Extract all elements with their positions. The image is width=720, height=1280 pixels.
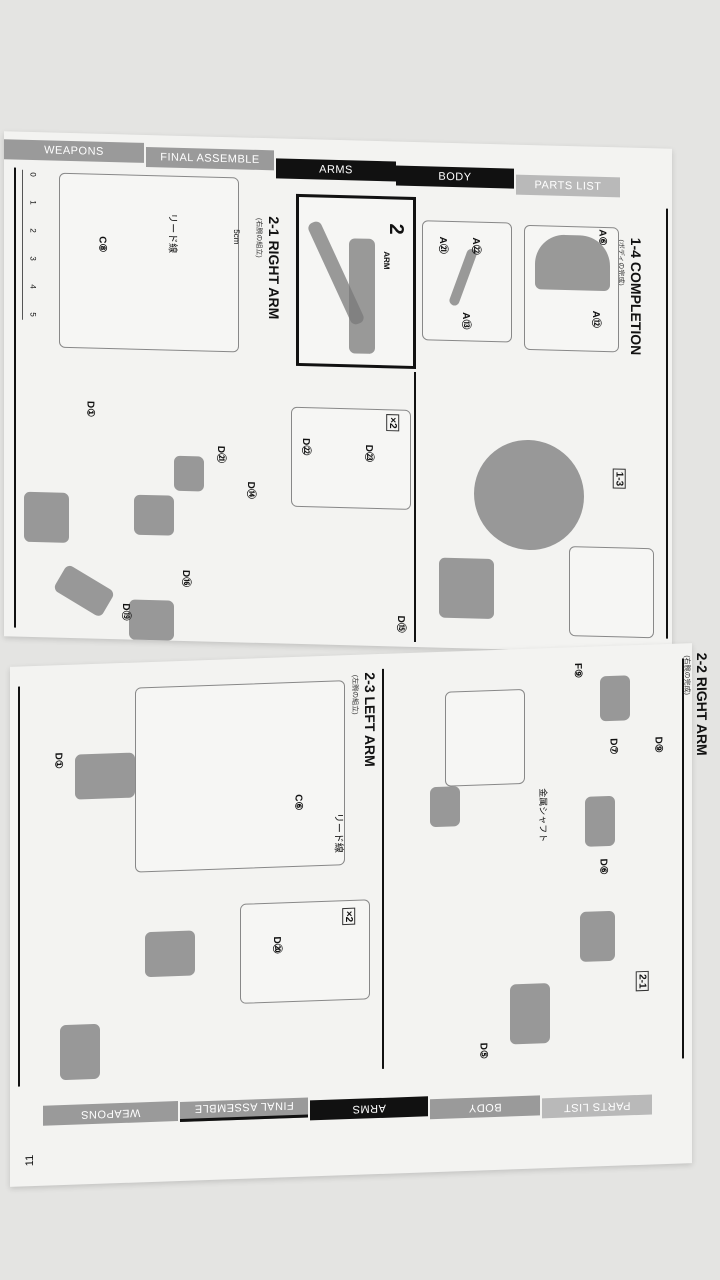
divider bbox=[382, 668, 384, 1069]
part-label: D⑯ bbox=[180, 569, 192, 588]
step-reference: 1-3 bbox=[612, 468, 626, 490]
part-label: A⑥ bbox=[596, 229, 608, 246]
part-label: D⑥ bbox=[597, 858, 609, 875]
part-illustration bbox=[134, 494, 174, 536]
divider bbox=[14, 167, 16, 628]
tab-final-assemble: FINAL ASSEMBLE bbox=[180, 1097, 308, 1122]
part-label: A㉑ bbox=[437, 236, 449, 255]
ruler-tick: 5 bbox=[28, 312, 38, 317]
tab-arms: ARMS bbox=[276, 158, 396, 182]
panel-lead-wire bbox=[59, 172, 239, 353]
section-title-right-arm: 2-1 RIGHT ARM bbox=[266, 216, 282, 320]
part-label: D⑳ bbox=[271, 936, 283, 954]
panel-completion-c bbox=[569, 546, 654, 639]
section-subtitle: (右腕の完成) bbox=[683, 655, 690, 696]
tab-final-assemble: FINAL ASSEMBLE bbox=[146, 146, 274, 171]
part-illustration bbox=[24, 491, 69, 543]
ruler: 0 1 2 3 4 5 bbox=[22, 169, 38, 321]
part-label: D⑭ bbox=[245, 481, 257, 499]
body-sphere bbox=[474, 438, 584, 552]
divider bbox=[682, 658, 684, 1059]
part-illustration bbox=[580, 910, 615, 963]
section-title-right-arm-2: 2-2 RIGHT ARM bbox=[694, 652, 710, 756]
part-illustration bbox=[52, 563, 116, 619]
arm-illustration bbox=[349, 238, 375, 354]
ruler-tick: 1 bbox=[28, 200, 38, 205]
part-illustration bbox=[129, 599, 174, 641]
part-label: A⑬ bbox=[460, 312, 472, 330]
part-label: A㉒ bbox=[470, 237, 482, 255]
part-label: D⑮ bbox=[395, 615, 407, 633]
section-subtitle: (左腕の組立) bbox=[351, 674, 358, 715]
part-illustration bbox=[145, 930, 195, 978]
tab-parts-list: PARTS LIST bbox=[516, 174, 620, 198]
part-illustration bbox=[60, 1023, 100, 1081]
step-number: 2 bbox=[385, 223, 407, 235]
step-label: ARM bbox=[382, 251, 391, 270]
tab-weapons: WEAPONS bbox=[43, 1101, 178, 1126]
panel-lead-wire-left bbox=[135, 680, 345, 873]
bottom-tab-bar: PARTS LIST BODY ARMS FINAL ASSEMBLE WEAP… bbox=[10, 1083, 692, 1137]
section-title-left-arm: 2-3 LEFT ARM bbox=[362, 672, 378, 767]
section-subtitle: (右腕の組立) bbox=[255, 217, 262, 258]
part-illustration bbox=[174, 455, 204, 492]
part-illustration bbox=[585, 795, 615, 847]
part-label: D⑨ bbox=[652, 736, 664, 754]
divider bbox=[414, 371, 416, 643]
tab-parts-list: PARTS LIST bbox=[542, 1094, 652, 1119]
part-illustration bbox=[600, 675, 630, 722]
part-label: D① bbox=[52, 752, 64, 770]
page-number: 11 bbox=[24, 1154, 36, 1167]
ruler-tick: 4 bbox=[28, 284, 38, 289]
tab-arms: ARMS bbox=[310, 1096, 428, 1121]
metal-shaft-label: 金属シャフト bbox=[538, 788, 548, 843]
section-title-completion: 1-4 COMPLETION bbox=[628, 237, 644, 356]
step-reference: 2-1 bbox=[635, 970, 649, 992]
lead-wire-label: リード線 bbox=[332, 812, 344, 854]
quantity-badge: ×2 bbox=[386, 414, 400, 432]
part-label: F⑨ bbox=[572, 662, 584, 679]
manual-page-top: WEAPONS FINAL ASSEMBLE ARMS BODY PARTS L… bbox=[4, 131, 672, 654]
part-label: D⑤ bbox=[477, 1042, 489, 1060]
ruler-tick: 0 bbox=[28, 172, 38, 177]
part-illustration bbox=[510, 983, 550, 1045]
part-label: D㉓ bbox=[363, 444, 375, 463]
ruler-tick: 3 bbox=[28, 256, 38, 261]
tab-body: BODY bbox=[430, 1095, 540, 1120]
quantity-badge: ×2 bbox=[342, 907, 356, 926]
part-label: D㉑ bbox=[215, 445, 227, 464]
part-illustration bbox=[448, 247, 478, 308]
part-label: A⑫ bbox=[590, 310, 602, 329]
divider bbox=[18, 686, 20, 1087]
tab-weapons: WEAPONS bbox=[4, 139, 144, 163]
lead-wire-label: リード線 bbox=[166, 213, 178, 254]
part-label: C⑥ bbox=[292, 794, 304, 811]
part-label: C⑧ bbox=[96, 236, 108, 253]
ruler-tick: 2 bbox=[28, 228, 38, 233]
part-label: D① bbox=[84, 400, 96, 418]
part-label: D⑦ bbox=[607, 738, 619, 755]
manual-page-bottom: 2-2 RIGHT ARM (右腕の完成) 2-3 LEFT ARM (左腕の組… bbox=[10, 643, 710, 1187]
part-label: D⑲ bbox=[120, 603, 132, 621]
arm-overview-box: 2 ARM bbox=[296, 193, 416, 370]
part-illustration bbox=[439, 557, 494, 620]
divider bbox=[666, 208, 668, 639]
length-label: 5cm bbox=[232, 229, 242, 245]
part-illustration bbox=[75, 752, 135, 800]
panel-d2 bbox=[445, 688, 525, 787]
tab-body: BODY bbox=[396, 165, 514, 189]
part-illustration bbox=[430, 786, 460, 828]
part-label: D㉒ bbox=[300, 437, 312, 456]
